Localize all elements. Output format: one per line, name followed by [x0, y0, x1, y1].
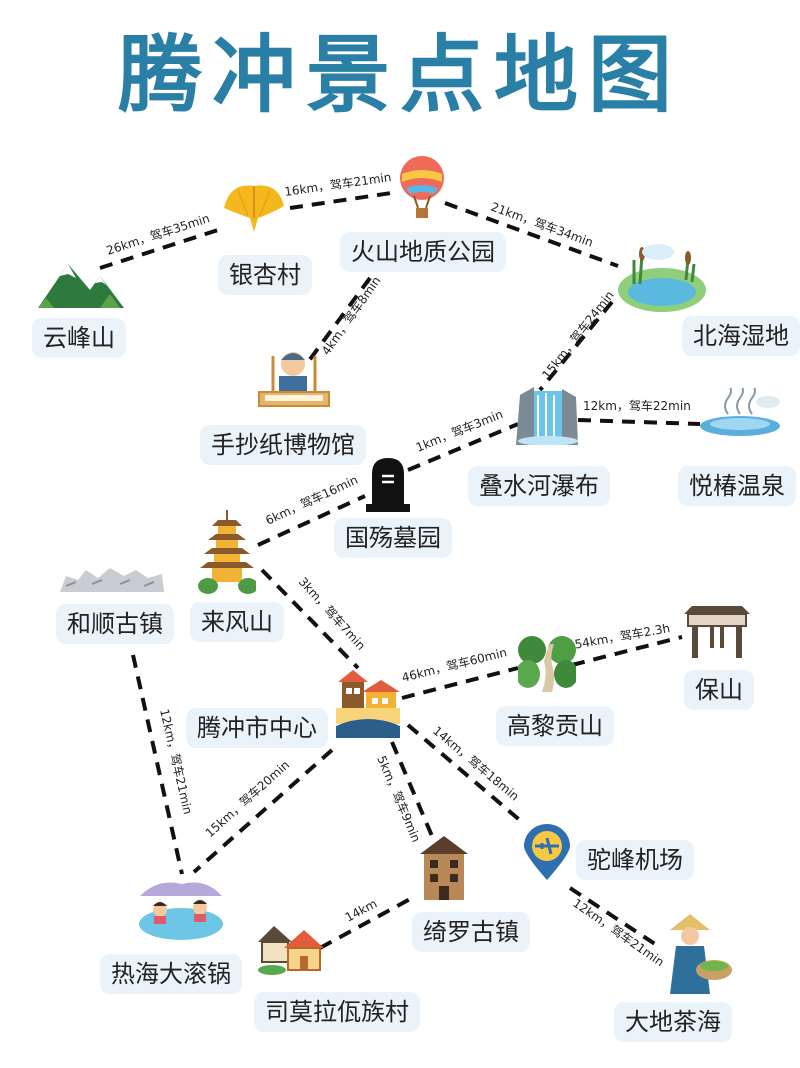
route-line	[568, 886, 660, 948]
wetland-pond-icon	[618, 244, 706, 312]
place-label-rehai[interactable]: 热海大滚锅	[100, 954, 242, 994]
place-label-dadichahai[interactable]: 大地茶海	[614, 1002, 732, 1042]
place-label-simola[interactable]: 司莫拉佤族村	[254, 992, 420, 1032]
papermaking-icon	[258, 352, 330, 407]
ancient-town-icon	[60, 568, 164, 592]
route-line	[577, 418, 701, 426]
city-buildings-icon	[336, 670, 400, 738]
route-line	[407, 422, 519, 472]
place-label-yunfengshan[interactable]: 云峰山	[32, 318, 126, 358]
route-line	[306, 276, 372, 364]
tombstone-icon	[366, 458, 410, 512]
ginkgo-leaf-icon	[224, 185, 284, 232]
waterfall-icon	[516, 387, 578, 445]
village-icon	[258, 926, 324, 975]
route-distance-label: 12km，驾车22min	[583, 398, 691, 413]
hot-spring-bathers-icon	[139, 882, 223, 940]
route-distance-label: 5km，驾车9min	[374, 753, 424, 844]
route-distance-label: 14km	[343, 896, 380, 924]
route-line	[571, 635, 683, 667]
place-label-laifengshan[interactable]: 来风山	[190, 602, 284, 642]
mountain-icon	[38, 264, 124, 308]
hot-air-balloon-icon	[400, 156, 444, 218]
route-line	[260, 568, 360, 670]
place-label-yuechun[interactable]: 悦椿温泉	[678, 466, 796, 506]
route-line	[401, 666, 519, 700]
forest-road-icon	[518, 636, 576, 692]
place-label-gaoligong[interactable]: 高黎贡山	[496, 706, 614, 746]
place-label-tuofeng[interactable]: 驼峰机场	[576, 840, 694, 880]
route-distance-label: 154km，驾车2.3h	[566, 620, 671, 653]
place-label-shouchaozhi[interactable]: 手抄纸博物馆	[200, 425, 366, 465]
old-house-icon	[420, 836, 468, 900]
place-label-center[interactable]: 腾冲市中心	[186, 708, 328, 748]
route-distance-label: 16km，驾车21min	[283, 169, 392, 199]
route-distance-label: 46km，驾车60min	[400, 644, 508, 685]
place-label-baoshan[interactable]: 保山	[684, 670, 754, 710]
place-label-beihai[interactable]: 北海湿地	[682, 316, 800, 356]
route-distance-label: 15km，驾车24min	[539, 288, 617, 382]
route-distance-label: 12km，驾车21min	[570, 895, 667, 969]
place-label-heshun[interactable]: 和顺古镇	[56, 604, 174, 644]
route-line	[289, 190, 399, 210]
map-title: 腾冲景点地图	[117, 26, 682, 124]
route-line	[406, 723, 524, 824]
route-line	[131, 654, 184, 875]
tea-picker-icon	[670, 914, 732, 994]
hot-spring-icon	[700, 388, 780, 436]
route-line	[390, 741, 434, 837]
route-line	[257, 494, 366, 547]
route-line	[538, 300, 614, 392]
route-distance-label: 26km，驾车35min	[104, 210, 211, 258]
route-line	[192, 748, 334, 874]
archway-icon	[684, 606, 750, 658]
place-label-yinxingcun[interactable]: 银杏村	[218, 255, 312, 295]
place-label-guoshang[interactable]: 国殇墓园	[334, 518, 452, 558]
route-line	[319, 896, 413, 950]
place-label-dieshuihe[interactable]: 叠水河瀑布	[468, 466, 610, 506]
place-label-huoshan[interactable]: 火山地质公园	[340, 232, 506, 272]
pagoda-icon	[198, 510, 256, 594]
airport-pin-icon	[524, 824, 570, 880]
place-label-qiluo[interactable]: 绮罗古镇	[412, 912, 530, 952]
route-line	[444, 201, 619, 268]
